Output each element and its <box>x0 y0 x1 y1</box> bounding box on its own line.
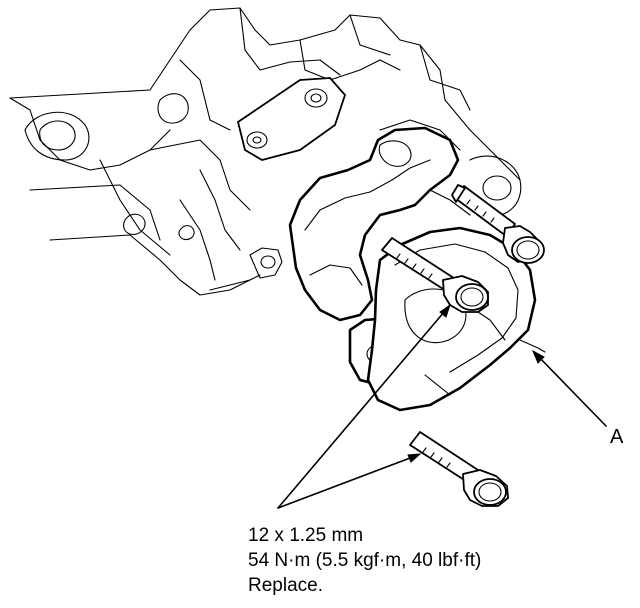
bolt-upper-right <box>451 184 545 264</box>
backing-plate <box>209 247 283 291</box>
leader-lines <box>277 303 607 509</box>
bolt-size-label: 12 x 1.25 mm <box>248 525 363 546</box>
bolt-replace-note: Replace. <box>248 575 323 596</box>
callout-a-label: A <box>610 426 624 448</box>
knuckle-housing <box>9 7 522 296</box>
bolt-middle <box>381 237 489 313</box>
bolt-torque-label: 54 N·m (5.5 kgf·m, 40 lbf·ft) <box>248 550 481 571</box>
bolt-lower <box>409 431 509 507</box>
caliper-cover-a <box>366 226 546 412</box>
